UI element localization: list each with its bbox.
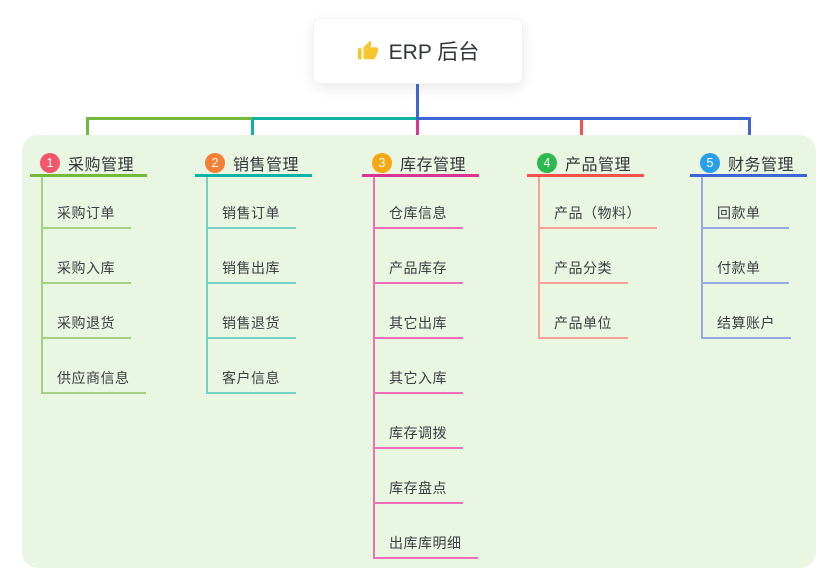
child-label: 采购退货 bbox=[57, 315, 115, 331]
root-node-erp-backend[interactable]: ERP 后台 bbox=[313, 18, 523, 84]
child-label: 仓库信息 bbox=[389, 205, 447, 221]
child-label: 销售退货 bbox=[222, 315, 280, 331]
child-label: 其它出库 bbox=[389, 315, 447, 331]
list-item[interactable]: 供应商信息 bbox=[41, 339, 146, 394]
connector-horizontal-green bbox=[86, 117, 252, 120]
connector-root-vertical bbox=[416, 84, 419, 120]
branch-purchase: 1 采购管理 采购订单 采购入库 采购退货 供应商信息 bbox=[30, 152, 147, 394]
connector-drop-inventory bbox=[416, 120, 419, 145]
branch-inventory-header[interactable]: 3 库存管理 bbox=[362, 152, 479, 177]
connector-horizontal-blue bbox=[416, 117, 751, 120]
branch-sales-children: 销售订单 销售出库 销售退货 客户信息 bbox=[206, 177, 312, 394]
badge-5: 5 bbox=[700, 153, 720, 173]
connector-drop-sales bbox=[251, 117, 254, 145]
branch-inventory-title: 库存管理 bbox=[400, 157, 467, 174]
list-item[interactable]: 产品（物料） bbox=[538, 177, 657, 229]
branch-finance-header[interactable]: 5 财务管理 bbox=[690, 152, 807, 177]
badge-2: 2 bbox=[205, 153, 225, 173]
list-item[interactable]: 回款单 bbox=[701, 177, 789, 229]
list-item[interactable]: 产品库存 bbox=[373, 229, 463, 284]
child-label: 产品库存 bbox=[389, 260, 447, 276]
list-item[interactable]: 销售出库 bbox=[206, 229, 296, 284]
list-item[interactable]: 库存调拨 bbox=[373, 394, 463, 449]
list-item[interactable]: 结算账户 bbox=[701, 284, 791, 339]
child-label: 供应商信息 bbox=[57, 370, 130, 386]
child-label: 销售订单 bbox=[222, 205, 280, 221]
branch-inventory: 3 库存管理 仓库信息 产品库存 其它出库 其它入库 库存调拨 库存盘点 出库库… bbox=[362, 152, 479, 559]
branch-inventory-children: 仓库信息 产品库存 其它出库 其它入库 库存调拨 库存盘点 出库库明细 bbox=[373, 177, 479, 559]
badge-4: 4 bbox=[537, 153, 557, 173]
list-item[interactable]: 出库库明细 bbox=[373, 504, 478, 559]
connector-drop-product bbox=[580, 120, 583, 145]
branches-panel: 1 采购管理 采购订单 采购入库 采购退货 供应商信息 2 销售管理 销售订单 … bbox=[22, 135, 816, 568]
child-label: 结算账户 bbox=[717, 315, 775, 331]
child-label: 库存调拨 bbox=[389, 425, 447, 441]
list-item[interactable]: 销售退货 bbox=[206, 284, 296, 339]
branch-product: 4 产品管理 产品（物料） 产品分类 产品单位 bbox=[527, 152, 657, 339]
child-label: 产品分类 bbox=[554, 260, 612, 276]
list-item[interactable]: 销售订单 bbox=[206, 177, 296, 229]
connector-drop-purchase bbox=[86, 117, 89, 145]
child-label: 采购订单 bbox=[57, 205, 115, 221]
child-label: 付款单 bbox=[717, 260, 761, 276]
list-item[interactable]: 其它出库 bbox=[373, 284, 463, 339]
root-node-title: ERP 后台 bbox=[388, 41, 480, 64]
connector-horizontal-teal bbox=[252, 117, 416, 120]
child-label: 出库库明细 bbox=[389, 535, 462, 551]
branch-product-title: 产品管理 bbox=[565, 157, 632, 174]
badge-3: 3 bbox=[372, 153, 392, 173]
list-item[interactable]: 仓库信息 bbox=[373, 177, 463, 229]
list-item[interactable]: 采购退货 bbox=[41, 284, 131, 339]
list-item[interactable]: 产品单位 bbox=[538, 284, 628, 339]
list-item[interactable]: 产品分类 bbox=[538, 229, 628, 284]
branch-sales-header[interactable]: 2 销售管理 bbox=[195, 152, 312, 177]
branch-product-header[interactable]: 4 产品管理 bbox=[527, 152, 644, 177]
branch-sales: 2 销售管理 销售订单 销售出库 销售退货 客户信息 bbox=[195, 152, 312, 394]
child-label: 回款单 bbox=[717, 205, 761, 221]
thumbs-up-icon bbox=[357, 40, 379, 62]
child-label: 客户信息 bbox=[222, 370, 280, 386]
list-item[interactable]: 付款单 bbox=[701, 229, 789, 284]
branch-sales-title: 销售管理 bbox=[233, 157, 300, 174]
child-label: 销售出库 bbox=[222, 260, 280, 276]
child-label: 库存盘点 bbox=[389, 480, 447, 496]
list-item[interactable]: 其它入库 bbox=[373, 339, 463, 394]
list-item[interactable]: 采购订单 bbox=[41, 177, 131, 229]
branch-purchase-header[interactable]: 1 采购管理 bbox=[30, 152, 147, 177]
branch-finance-children: 回款单 付款单 结算账户 bbox=[701, 177, 807, 339]
branch-product-children: 产品（物料） 产品分类 产品单位 bbox=[538, 177, 657, 339]
list-item[interactable]: 客户信息 bbox=[206, 339, 296, 394]
child-label: 产品（物料） bbox=[554, 205, 641, 221]
list-item[interactable]: 采购入库 bbox=[41, 229, 131, 284]
connector-drop-finance bbox=[748, 117, 751, 145]
child-label: 采购入库 bbox=[57, 260, 115, 276]
badge-1: 1 bbox=[40, 153, 60, 173]
branch-purchase-title: 采购管理 bbox=[68, 157, 135, 174]
branch-purchase-children: 采购订单 采购入库 采购退货 供应商信息 bbox=[41, 177, 147, 394]
list-item[interactable]: 库存盘点 bbox=[373, 449, 463, 504]
branch-finance-title: 财务管理 bbox=[728, 157, 795, 174]
child-label: 其它入库 bbox=[389, 370, 447, 386]
child-label: 产品单位 bbox=[554, 315, 612, 331]
branch-finance: 5 财务管理 回款单 付款单 结算账户 bbox=[690, 152, 807, 339]
